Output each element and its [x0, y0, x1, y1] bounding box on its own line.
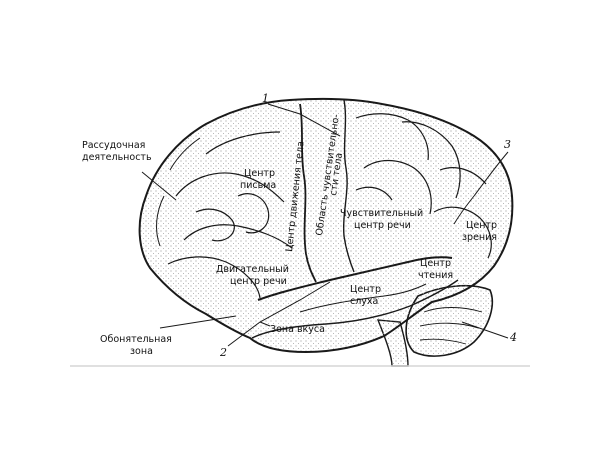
label-olfactory-line1: Обонятельная — [100, 334, 172, 345]
leader-lines — [141, 103, 509, 347]
cerebellum-folds — [419, 307, 483, 345]
number-1: 1 — [262, 92, 269, 105]
leader-3 — [453, 151, 509, 225]
label-olfactory-line2: зона — [130, 346, 153, 357]
label-vision-line1: Центр — [466, 220, 497, 231]
central-sulcus — [299, 103, 317, 283]
number-3: 3 — [504, 138, 511, 151]
leader-olfactory — [159, 315, 237, 329]
label-hearing-line2: слуха — [350, 296, 378, 307]
leader-taste — [259, 321, 271, 327]
label-sensory-speech-line1: Чувствительный — [340, 208, 423, 219]
frontal-gyri — [167, 131, 293, 299]
label-reasoning-line2: деятельность — [82, 152, 152, 163]
label-hearing-line1: Центр — [350, 284, 381, 295]
temporal-gyri — [299, 283, 427, 313]
leader-2 — [227, 281, 331, 347]
number-4: 4 — [509, 331, 517, 344]
leader-4 — [461, 321, 509, 339]
label-motor-speech-line2: центр речи — [230, 276, 287, 287]
lateral-fissure — [257, 256, 453, 301]
label-writing-line1: Центр — [244, 168, 275, 179]
label-reading-line2: чтения — [418, 270, 453, 281]
parietal-gyri — [355, 113, 492, 259]
label-sensory-speech-line2: центр речи — [354, 220, 411, 231]
label-reasoning-line1: Рассудочная — [82, 140, 145, 151]
label-taste-zone: Зона вкуса — [270, 324, 325, 335]
leader-reasoning — [141, 171, 177, 201]
label-reading-line1: Центр — [420, 258, 451, 269]
postcentral-sulcus — [342, 99, 355, 273]
label-writing-line2: письма — [240, 180, 276, 191]
label-vision-line2: зрения — [462, 232, 497, 243]
temporal-lobe-edge — [251, 279, 459, 339]
cortex-outline — [138, 97, 514, 354]
leader-1 — [267, 103, 341, 137]
label-motor-speech-line1: Двигательный — [216, 264, 289, 275]
number-2: 2 — [219, 346, 227, 359]
frontal-border-folds — [156, 137, 201, 247]
